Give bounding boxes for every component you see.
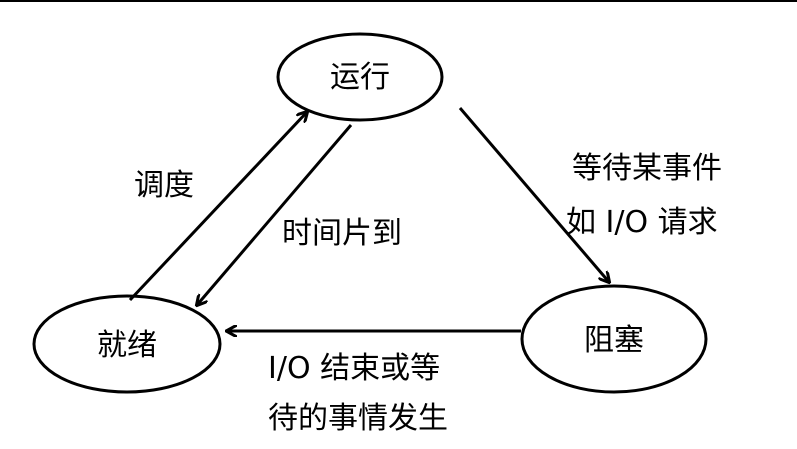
label-dispatch: 调度 [134,168,194,203]
arrow-timeout [197,124,353,305]
state-ready: 就绪 [32,294,222,394]
state-blocked: 阻塞 [520,284,708,394]
state-running: 运行 [276,32,444,122]
state-running-label: 运行 [330,60,390,95]
state-ready-label: 就绪 [97,328,157,363]
top-border-line [0,0,797,2]
label-wake-line1: I/O 结束或等 [268,351,440,386]
label-wait-line1: 等待某事件 [572,151,722,186]
label-timeout: 时间片到 [282,216,402,251]
state-blocked-label: 阻塞 [584,323,644,358]
arrow-dispatch [128,112,307,302]
label-wake-line2: 待的事情发生 [268,401,448,436]
label-wait-line2: 如 I/O 请求 [566,205,718,240]
arrow-wait [458,107,609,282]
